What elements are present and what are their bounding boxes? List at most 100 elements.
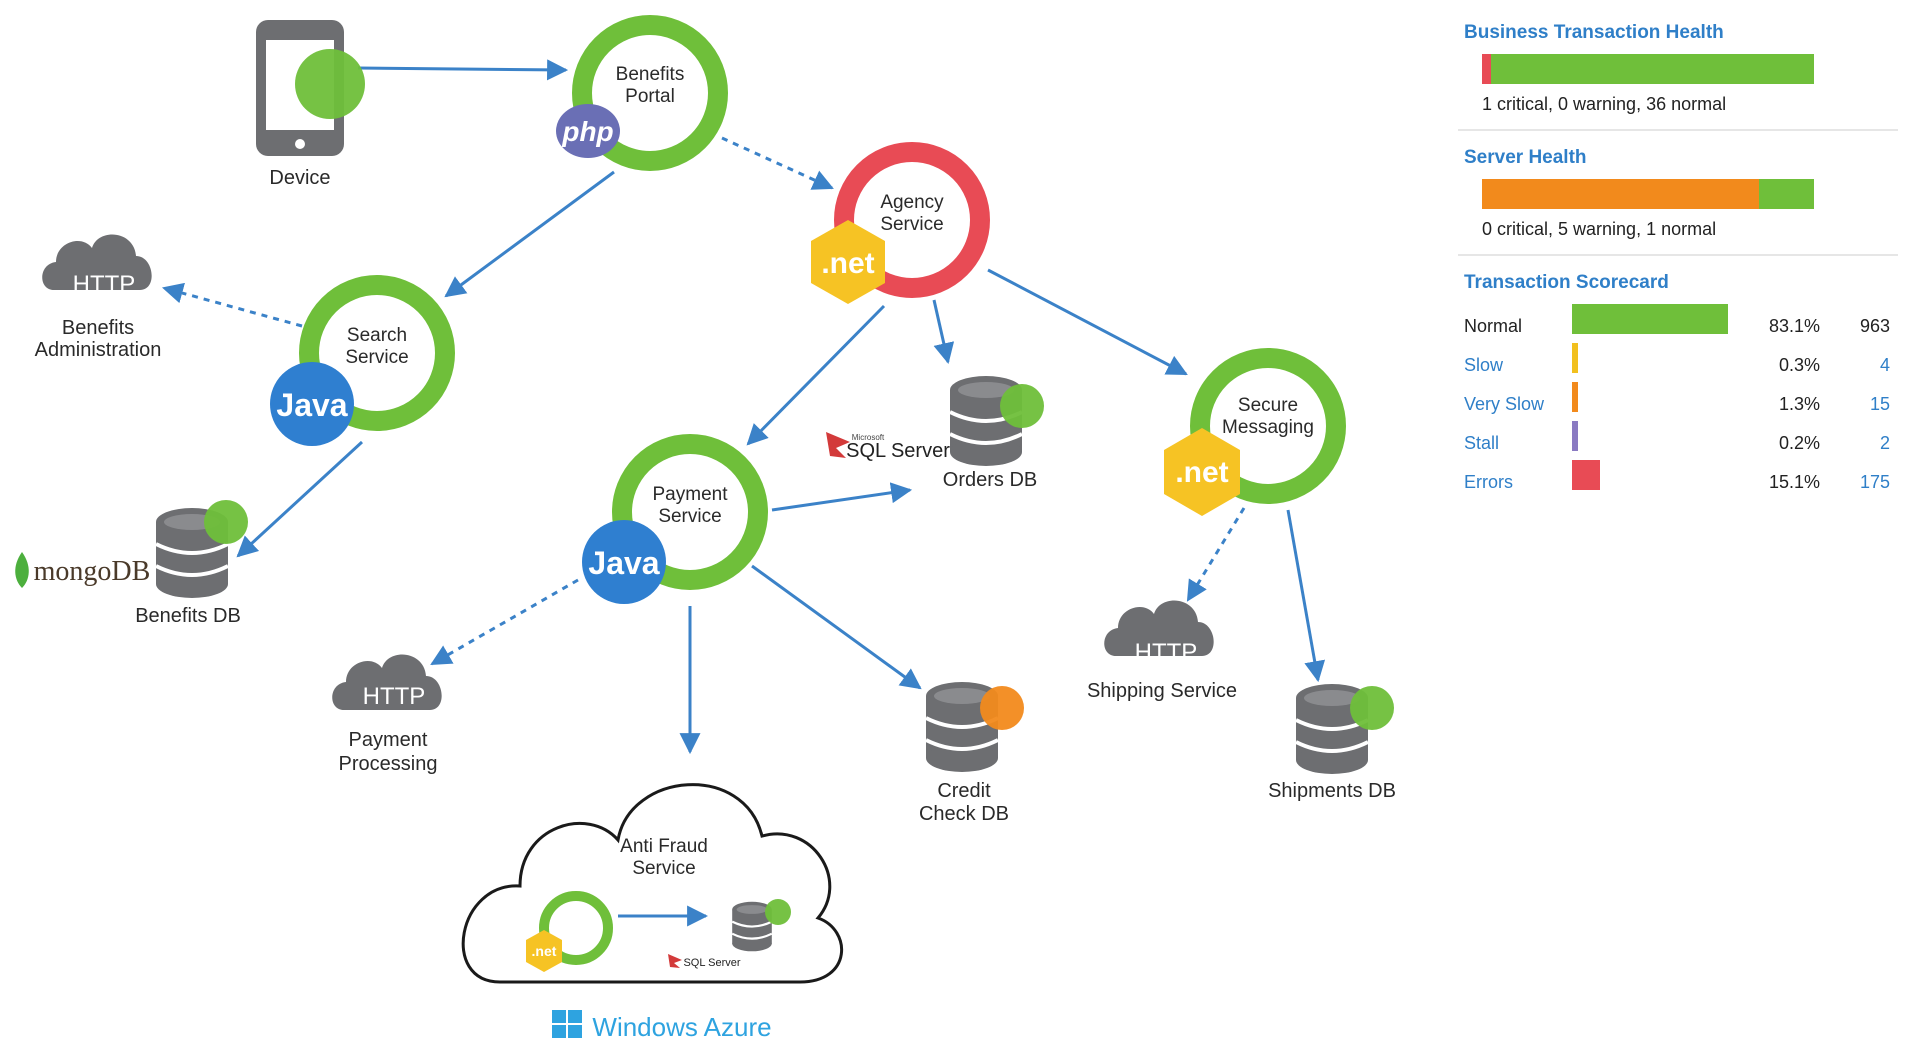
dotnet-badge-label: .net	[821, 247, 874, 280]
scorecard-count: 963	[1859, 316, 1890, 336]
scorecard-row[interactable]: Normal 83.1% 963	[1458, 304, 1898, 343]
php-badge	[556, 104, 620, 158]
http-caption: Payment	[349, 729, 428, 751]
scorecard-bar	[1572, 382, 1578, 412]
scorecard-percent: 1.3%	[1778, 394, 1820, 414]
dotnet-badge	[811, 220, 885, 304]
node-label: Service	[658, 506, 721, 527]
scorecard-percent: 15.1%	[1768, 472, 1820, 492]
divider	[1458, 254, 1898, 256]
scorecard-row[interactable]: Slow 0.3% 4	[1458, 343, 1898, 382]
http-caption: Administration	[35, 339, 162, 361]
edge-search-http	[161, 282, 303, 328]
db-label: Benefits DB	[135, 605, 241, 627]
edge-payment-creditdb	[751, 564, 922, 690]
transaction-scorecard-title[interactable]: Transaction Scorecard	[1464, 272, 1669, 293]
http-caption: Shipping Service	[1087, 680, 1237, 702]
azure-cloud-outline	[461, 783, 843, 984]
node-label: Agency	[880, 192, 944, 213]
edge-device-portal	[357, 59, 569, 81]
http-icon-label: HTTP	[1135, 639, 1198, 666]
scorecard-count[interactable]: 4	[1879, 355, 1890, 375]
node-label: Portal	[625, 86, 675, 107]
scorecard-row[interactable]: Errors 15.1% 175	[1458, 460, 1898, 499]
node-label: Anti Fraud	[620, 836, 708, 857]
bar-segment-warning	[1482, 179, 1759, 209]
server-health-title[interactable]: Server Health	[1464, 147, 1587, 168]
edge-agency-payment	[746, 304, 886, 446]
bar-segment-critical	[1482, 54, 1491, 84]
dotnet-badge	[526, 930, 562, 972]
payment-service-node[interactable]: Payment Service Java	[582, 434, 768, 604]
benefits-portal-node[interactable]: Benefits Portal php	[556, 15, 728, 171]
http-benefits-administration[interactable]: HTTP Benefits Administration	[35, 234, 162, 361]
scorecard-name[interactable]: Stall	[1464, 433, 1500, 453]
db-label: Orders DB	[943, 469, 1037, 491]
business-health-bar[interactable]	[1482, 54, 1814, 84]
scorecard-bar	[1572, 460, 1601, 490]
scorecard-name[interactable]: Errors	[1464, 472, 1513, 492]
health-ring	[299, 275, 455, 431]
divider	[1458, 129, 1898, 131]
orders-db-node[interactable]: Microsoft SQL Server Orders DB	[826, 374, 1044, 491]
device-node[interactable]: Device	[256, 20, 365, 189]
scorecard-percent: 0.3%	[1778, 355, 1820, 375]
db-label: Credit	[937, 780, 991, 802]
php-badge-label: php	[561, 116, 613, 147]
node-label: Benefits	[616, 64, 685, 85]
credit-check-db-node[interactable]: Credit Check DB	[919, 680, 1024, 825]
connections	[161, 59, 1326, 755]
benefits-db-node[interactable]: mongoDB Benefits DB	[15, 500, 248, 627]
java-badge-label: Java	[276, 387, 347, 423]
scorecard-name[interactable]: Slow	[1464, 355, 1504, 375]
mongodb-leaf-icon	[15, 552, 29, 588]
device-health-indicator	[295, 49, 365, 119]
scorecard-percent: 83.1%	[1768, 316, 1820, 336]
scorecard-name[interactable]: Very Slow	[1464, 394, 1545, 414]
dotnet-badge	[1164, 428, 1240, 516]
server-health-bar[interactable]	[1482, 179, 1814, 209]
mongodb-logo-text: mongoDB	[34, 556, 151, 587]
scorecard-count[interactable]: 2	[1879, 433, 1890, 453]
scorecard-row[interactable]: Very Slow 1.3% 15	[1458, 382, 1898, 421]
business-health-summary: 1 critical, 0 warning, 36 normal	[1482, 94, 1727, 114]
health-ring	[834, 142, 990, 298]
fraud-db-node[interactable]: SQL Server	[668, 899, 791, 969]
http-caption: Processing	[339, 753, 438, 775]
anti-fraud-service-node[interactable]: .net	[526, 891, 613, 972]
java-badge	[270, 362, 354, 446]
http-caption: Benefits	[62, 317, 134, 339]
search-service-node[interactable]: Search Service Java	[270, 275, 455, 446]
sql-server-logo-icon	[668, 954, 682, 968]
scorecard-row[interactable]: Stall 0.2% 2	[1458, 421, 1898, 460]
secure-messaging-node[interactable]: Secure Messaging .net	[1164, 348, 1346, 516]
edge-payment-ordersdb	[771, 482, 913, 512]
db-health-indicator	[1000, 384, 1044, 428]
agency-service-node[interactable]: Agency Service .net	[811, 142, 990, 304]
db-health-indicator	[204, 500, 248, 544]
edge-messaging-http	[1186, 507, 1246, 602]
scorecard-count[interactable]: 15	[1869, 394, 1890, 414]
shipments-db-node[interactable]: Shipments DB	[1268, 682, 1396, 802]
sql-server-logo-icon	[826, 432, 850, 458]
sql-server-microsoft-text: Microsoft	[852, 433, 885, 442]
health-panel: Business Transaction Health 1 critical, …	[1458, 18, 1898, 499]
node-label: Payment	[653, 484, 729, 505]
http-icon-label: HTTP	[73, 271, 136, 298]
health-ring	[612, 434, 768, 590]
edge-agency-ordersdb	[932, 299, 955, 365]
health-ring	[1190, 348, 1346, 504]
scorecard-bar	[1572, 304, 1728, 334]
http-shipping-service[interactable]: HTTP Shipping Service	[1087, 600, 1237, 702]
node-label: Service	[345, 347, 408, 368]
edge-payment-http	[430, 578, 579, 666]
db-health-indicator	[1350, 686, 1394, 730]
business-transaction-health-title[interactable]: Business Transaction Health	[1464, 22, 1724, 43]
scorecard-count[interactable]: 175	[1859, 472, 1890, 492]
node-label: Search	[347, 325, 407, 346]
db-label: Check DB	[919, 803, 1009, 825]
windows-azure-cloud[interactable]: Anti Fraud Service .net SQL Server Windo…	[461, 783, 843, 1040]
transaction-scorecard: Normal 83.1% 963 Slow 0.3% 4 Very Slow 1…	[1458, 304, 1898, 499]
http-payment-processing[interactable]: HTTP Payment Processing	[332, 654, 442, 775]
http-icon-label: HTTP	[363, 683, 426, 710]
